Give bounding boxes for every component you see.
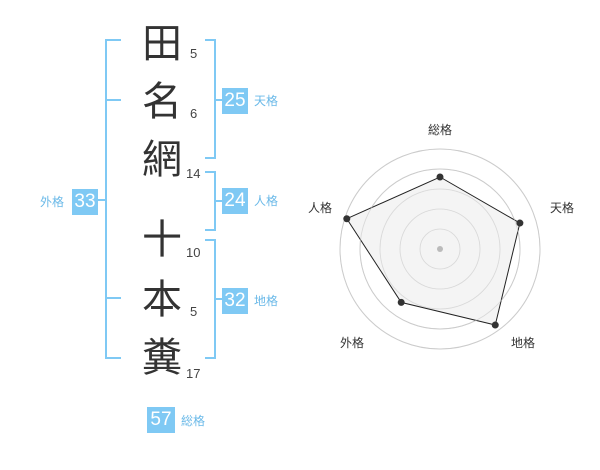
radar-axis-label-tenkaku: 天格 — [550, 201, 575, 215]
radar-axis-label-jinkaku: 人格 — [308, 201, 333, 215]
tenkaku-label: 天格 — [254, 94, 279, 108]
name-char-3: 網 — [142, 137, 182, 183]
radar-point-5 — [343, 215, 351, 223]
radar-point-2 — [516, 219, 524, 227]
name-char-6: 糞 — [142, 335, 182, 381]
radar-grid-ring-overlay — [359, 168, 521, 330]
radar-center-dot — [437, 246, 443, 252]
gaikaku-score: 33 — [72, 189, 98, 215]
soukaku-score: 57 — [147, 407, 175, 433]
chikaku-label: 地格 — [254, 294, 279, 308]
stroke-count-3: 14 — [186, 166, 201, 181]
radar-point-1 — [436, 173, 444, 181]
stroke-count-6: 17 — [186, 366, 201, 381]
radar-grid-ring-overlay — [379, 188, 501, 310]
radar-axis-label-chikaku: 地格 — [511, 336, 536, 350]
gaikaku-label: 外格 — [40, 195, 65, 209]
jinkaku-label: 人格 — [254, 194, 279, 208]
radar-grid-ring-overlay — [399, 208, 481, 290]
gaikaku-bracket — [94, 39, 121, 359]
stroke-count-5: 5 — [190, 304, 198, 319]
radar-point-3 — [491, 321, 499, 329]
stroke-count-2: 6 — [190, 106, 198, 121]
chikaku-score: 32 — [222, 288, 248, 314]
soukaku-label: 総格 — [181, 414, 206, 428]
radar-grid-ring-overlay — [339, 148, 541, 350]
stroke-count-1: 5 — [190, 46, 198, 61]
tenkaku-score: 25 — [222, 88, 248, 114]
radar-point-4 — [397, 298, 405, 306]
name-char-2: 名 — [142, 79, 182, 125]
jinkaku-score: 24 — [222, 188, 248, 214]
radar-grid-ring-overlay — [419, 228, 461, 270]
radar-axis-label-soukaku: 総格 — [428, 123, 453, 137]
name-char-5: 本 — [142, 277, 182, 323]
radar-axis-label-gaikaku: 外格 — [340, 336, 365, 350]
stroke-count-4: 10 — [186, 245, 201, 260]
name-char-4: 十 — [142, 217, 182, 263]
name-char-1: 田 — [142, 21, 182, 67]
radar-data-polygon — [346, 176, 521, 326]
